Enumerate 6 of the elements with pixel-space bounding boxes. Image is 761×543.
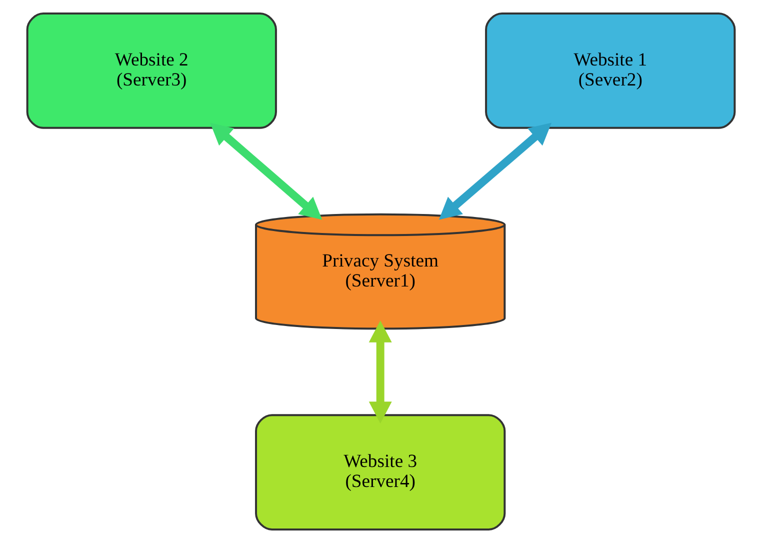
node-box: Website 1 (Sever2) bbox=[484, 12, 736, 129]
node-box: Website 3 (Server4) bbox=[254, 414, 506, 530]
arrow bbox=[438, 122, 552, 220]
arrow bbox=[210, 122, 322, 220]
node-box: Website 2 (Server3) bbox=[26, 12, 276, 129]
arrow bbox=[368, 320, 392, 424]
